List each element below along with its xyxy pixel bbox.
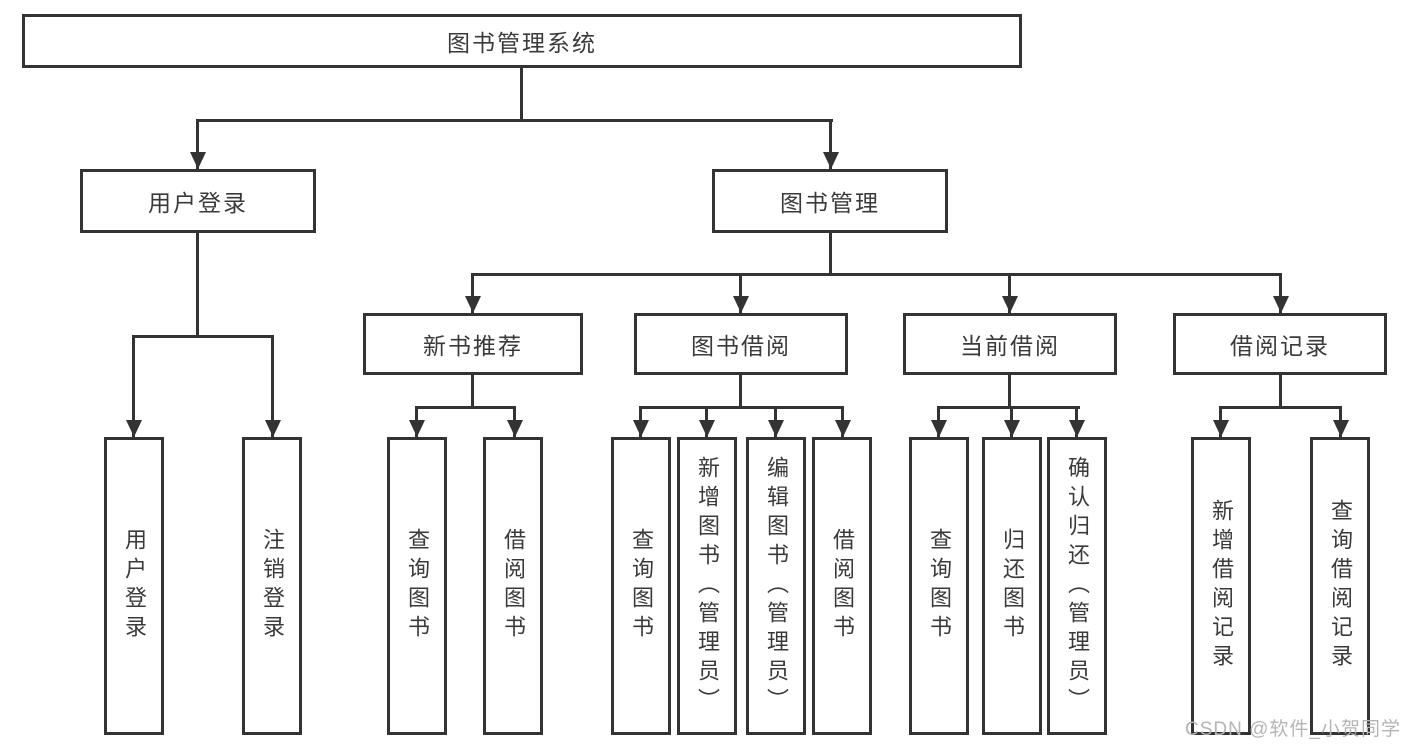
connector-to-leaf-logout (271, 335, 274, 437)
node-book-management-label: 图书管理 (780, 190, 880, 216)
arrowhead-newbook-leaf1 (409, 420, 425, 437)
node-current-borrow: 当前借阅 (903, 313, 1117, 375)
leaf-current-query-books-label: 查询图书 (927, 528, 952, 644)
leaf-borrow-borrow-books: 借阅图书 (812, 437, 872, 735)
leaf-record-add: 新增借阅记录 (1191, 437, 1251, 735)
leaf-record-query: 查询借阅记录 (1310, 437, 1370, 735)
connector-user-login-branch (132, 335, 274, 338)
arrowhead-bookborrow-leaf1 (633, 420, 649, 437)
arrowhead-currentborrow-leaf1 (931, 420, 947, 437)
leaf-borrow-add-books-admin-label: 新增图书（管理员） (695, 455, 720, 717)
node-user-login: 用户登录 (80, 169, 316, 233)
arrowhead-leaf-login (126, 420, 142, 437)
node-new-book-recommend: 新书推荐 (363, 313, 583, 375)
arrowhead-currentborrow-leaf3 (1069, 420, 1085, 437)
leaf-newbook-borrow-books-label: 借阅图书 (501, 528, 526, 644)
connector-root-distributor (196, 119, 833, 122)
arrowhead-book-borrow (733, 296, 749, 313)
arrowhead-current-borrow (1002, 296, 1018, 313)
arrowhead-borrowrecord-leaf1 (1213, 420, 1229, 437)
node-current-borrow-label: 当前借阅 (960, 333, 1060, 359)
node-root-label: 图书管理系统 (447, 30, 597, 56)
connector-newbook-stub (471, 375, 474, 409)
connector-to-borrow-record (1279, 273, 1282, 313)
leaf-borrow-query-books-label: 查询图书 (629, 528, 654, 644)
connector-borrowrecord-branch (1219, 406, 1342, 409)
connector-to-leaf-login (132, 335, 135, 437)
leaf-record-query-label: 查询借阅记录 (1328, 499, 1353, 673)
node-book-borrow: 图书借阅 (634, 313, 848, 375)
connector-bookborrow-branch (639, 406, 844, 409)
connector-borrowrecord-stub (1279, 375, 1282, 409)
connector-to-user-login (196, 119, 199, 169)
leaf-borrow-query-books: 查询图书 (611, 437, 671, 735)
connector-user-login-stub (196, 233, 199, 338)
leaf-logout-label: 注销登录 (260, 528, 285, 644)
leaf-user-login-label: 用户登录 (122, 528, 147, 644)
connector-book-mgmt-distributor (471, 273, 1282, 276)
arrowhead-new-book (465, 296, 481, 313)
node-book-borrow-label: 图书借阅 (691, 333, 791, 359)
leaf-current-query-books: 查询图书 (909, 437, 969, 735)
arrowhead-bookborrow-leaf4 (835, 420, 851, 437)
leaf-borrow-edit-books-admin-label: 编辑图书（管理员） (764, 455, 789, 717)
connector-to-book-borrow (739, 273, 742, 313)
connector-to-book-mgmt (829, 119, 832, 169)
arrowhead-newbook-leaf2 (507, 420, 523, 437)
leaf-logout: 注销登录 (242, 437, 302, 735)
leaf-newbook-borrow-books: 借阅图书 (483, 437, 543, 735)
leaf-borrow-add-books-admin: 新增图书（管理员） (677, 437, 737, 735)
connector-bookborrow-stub (739, 375, 742, 409)
arrowhead-borrow-record (1273, 296, 1289, 313)
node-borrow-record: 借阅记录 (1173, 313, 1387, 375)
connector-currentborrow-branch (937, 406, 1080, 409)
leaf-current-confirm-return-admin: 确认归还（管理员） (1047, 437, 1107, 735)
node-borrow-record-label: 借阅记录 (1230, 333, 1330, 359)
leaf-user-login: 用户登录 (104, 437, 164, 735)
leaf-record-add-label: 新增借阅记录 (1209, 499, 1234, 673)
node-root: 图书管理系统 (22, 14, 1022, 68)
connector-newbook-branch (415, 406, 516, 409)
arrowhead-book-mgmt (823, 152, 839, 169)
leaf-newbook-query-books-label: 查询图书 (405, 528, 430, 644)
connector-currentborrow-stub (1008, 375, 1011, 409)
leaf-borrow-borrow-books-label: 借阅图书 (830, 528, 855, 644)
leaf-borrow-edit-books-admin: 编辑图书（管理员） (746, 437, 806, 735)
connector-to-new-book (471, 273, 474, 313)
leaf-current-return-books-label: 归还图书 (1000, 528, 1025, 644)
arrowhead-borrowrecord-leaf2 (1333, 420, 1349, 437)
node-book-management: 图书管理 (712, 169, 948, 233)
node-new-book-recommend-label: 新书推荐 (423, 333, 523, 359)
connector-book-mgmt-stub (829, 233, 832, 276)
leaf-current-return-books: 归还图书 (982, 437, 1042, 735)
arrowhead-leaf-logout (265, 420, 281, 437)
csdn-watermark: CSDN @软件_小贺同学 (1185, 719, 1401, 740)
arrowhead-currentborrow-leaf2 (1004, 420, 1020, 437)
leaf-newbook-query-books: 查询图书 (387, 437, 447, 735)
arrowhead-bookborrow-leaf3 (768, 420, 784, 437)
arrowhead-bookborrow-leaf2 (699, 420, 715, 437)
node-user-login-label: 用户登录 (148, 190, 248, 216)
leaf-current-confirm-return-admin-label: 确认归还（管理员） (1065, 455, 1090, 717)
arrowhead-user-login (190, 152, 206, 169)
connector-to-current-borrow (1008, 273, 1011, 313)
connector-root-stub (520, 68, 523, 121)
